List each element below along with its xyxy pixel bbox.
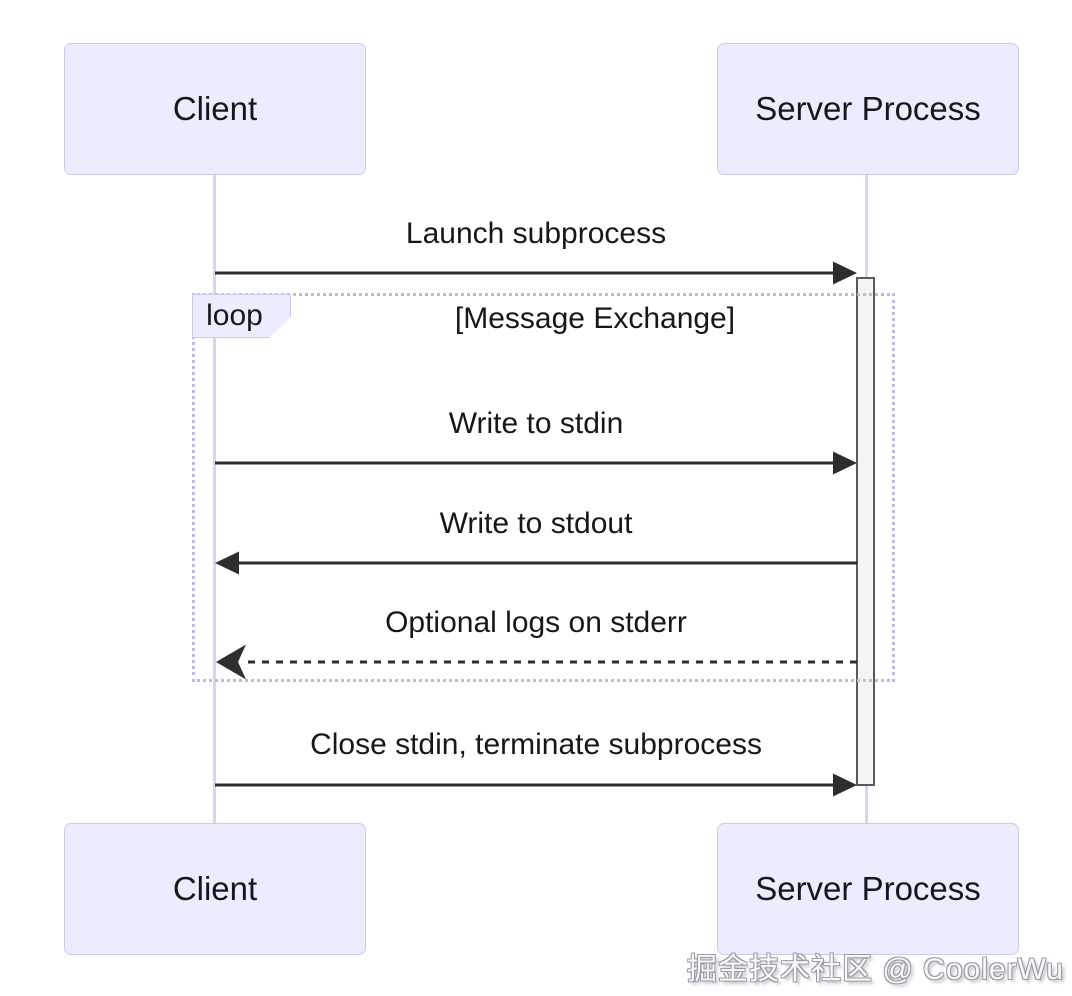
- loop-operator-text: loop: [206, 299, 263, 332]
- loop-operator-label: loop: [192, 294, 291, 338]
- server-activation-bar: [856, 277, 875, 786]
- actor-box-client-bottom: Client: [64, 823, 366, 955]
- loop-title: [Message Exchange]: [454, 302, 736, 335]
- message-label-launch-subprocess: Launch subprocess: [405, 217, 667, 250]
- actor-label-client: Client: [172, 90, 258, 127]
- arrow-launch-subprocess: [215, 261, 857, 285]
- actor-box-client-top: Client: [64, 43, 366, 175]
- actor-label-server: Server Process: [755, 90, 981, 127]
- actor-box-server-top: Server Process: [717, 43, 1019, 175]
- message-label-optional-logs-stderr: Optional logs on stderr: [385, 606, 687, 639]
- message-label-write-to-stdin: Write to stdin: [448, 407, 624, 440]
- actor-label-server: Server Process: [755, 870, 981, 907]
- message-label-write-to-stdout: Write to stdout: [439, 507, 633, 540]
- loop-frame: [192, 293, 895, 682]
- actor-box-server-bottom: Server Process: [717, 823, 1019, 955]
- watermark-text: 掘金技术社区 @ CoolerWu: [687, 953, 1064, 986]
- arrow-close-stdin: [215, 773, 857, 797]
- client-lifeline: [213, 172, 216, 823]
- actor-label-client: Client: [172, 870, 258, 907]
- message-label-close-stdin: Close stdin, terminate subprocess: [310, 728, 762, 761]
